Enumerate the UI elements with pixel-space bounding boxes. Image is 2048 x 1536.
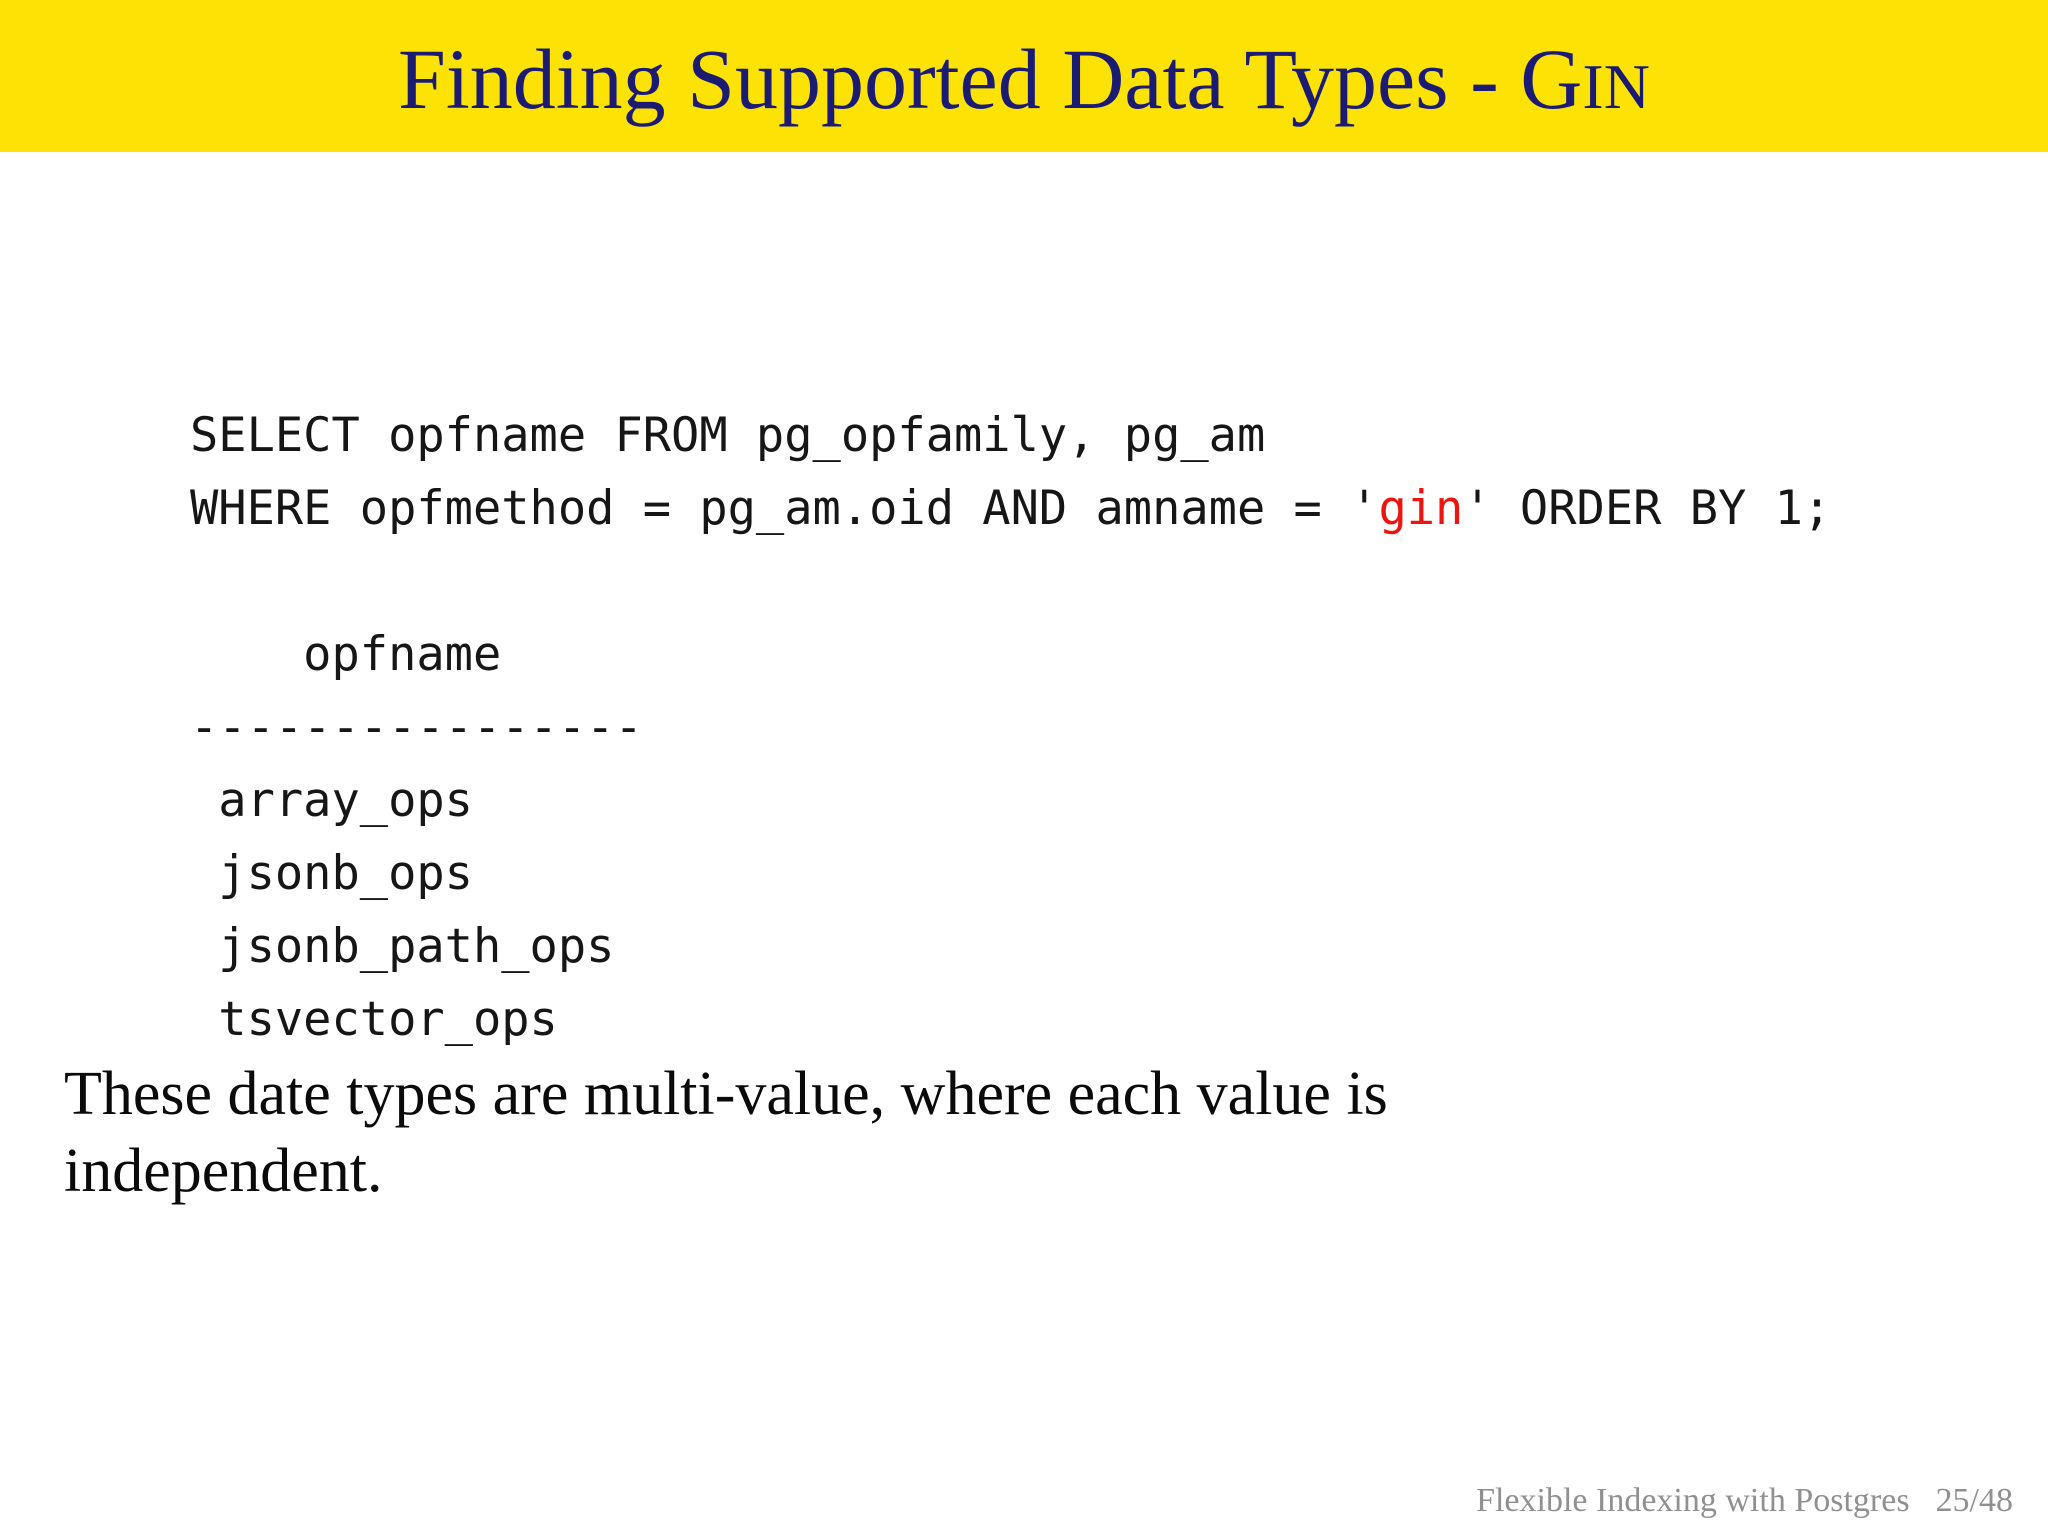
slide-title: Finding Supported Data Types - GIN: [398, 30, 1650, 122]
query-output-separator: ----------------: [190, 700, 643, 755]
footer-page-number: 25/48: [1935, 1482, 2013, 1519]
footer: Flexible Indexing with Postgres 25/48: [1476, 1484, 2013, 1518]
query-output-row: array_ops: [190, 773, 473, 828]
sql-line-2-before: WHERE opfmethod = pg_am.oid AND amname =…: [190, 481, 1379, 536]
sql-string-highlight: gin: [1378, 481, 1464, 536]
sql-line-1: SELECT opfname FROM pg_opfamily, pg_am: [190, 408, 1266, 463]
title-bar: Finding Supported Data Types - GIN: [0, 0, 2048, 152]
body-text: These date types are multi-value, where …: [64, 1056, 1388, 1210]
sql-code-block: SELECT opfname FROM pg_opfamily, pg_am W…: [190, 399, 1831, 1056]
slide-title-main: Finding Supported Data Types - G: [398, 31, 1583, 127]
body-text-line: independent.: [64, 1137, 383, 1205]
footer-title: Flexible Indexing with Postgres: [1476, 1482, 1910, 1519]
query-output-row: tsvector_ops: [190, 992, 558, 1047]
sql-line-2-after: ' ORDER BY 1;: [1463, 481, 1832, 536]
slide-title-smallcaps: IN: [1582, 51, 1650, 122]
body-text-line: These date types are multi-value, where …: [64, 1060, 1388, 1128]
query-output-row: jsonb_ops: [190, 846, 473, 901]
query-output-row: jsonb_path_ops: [190, 919, 615, 974]
query-output-header: opfname: [190, 627, 502, 682]
